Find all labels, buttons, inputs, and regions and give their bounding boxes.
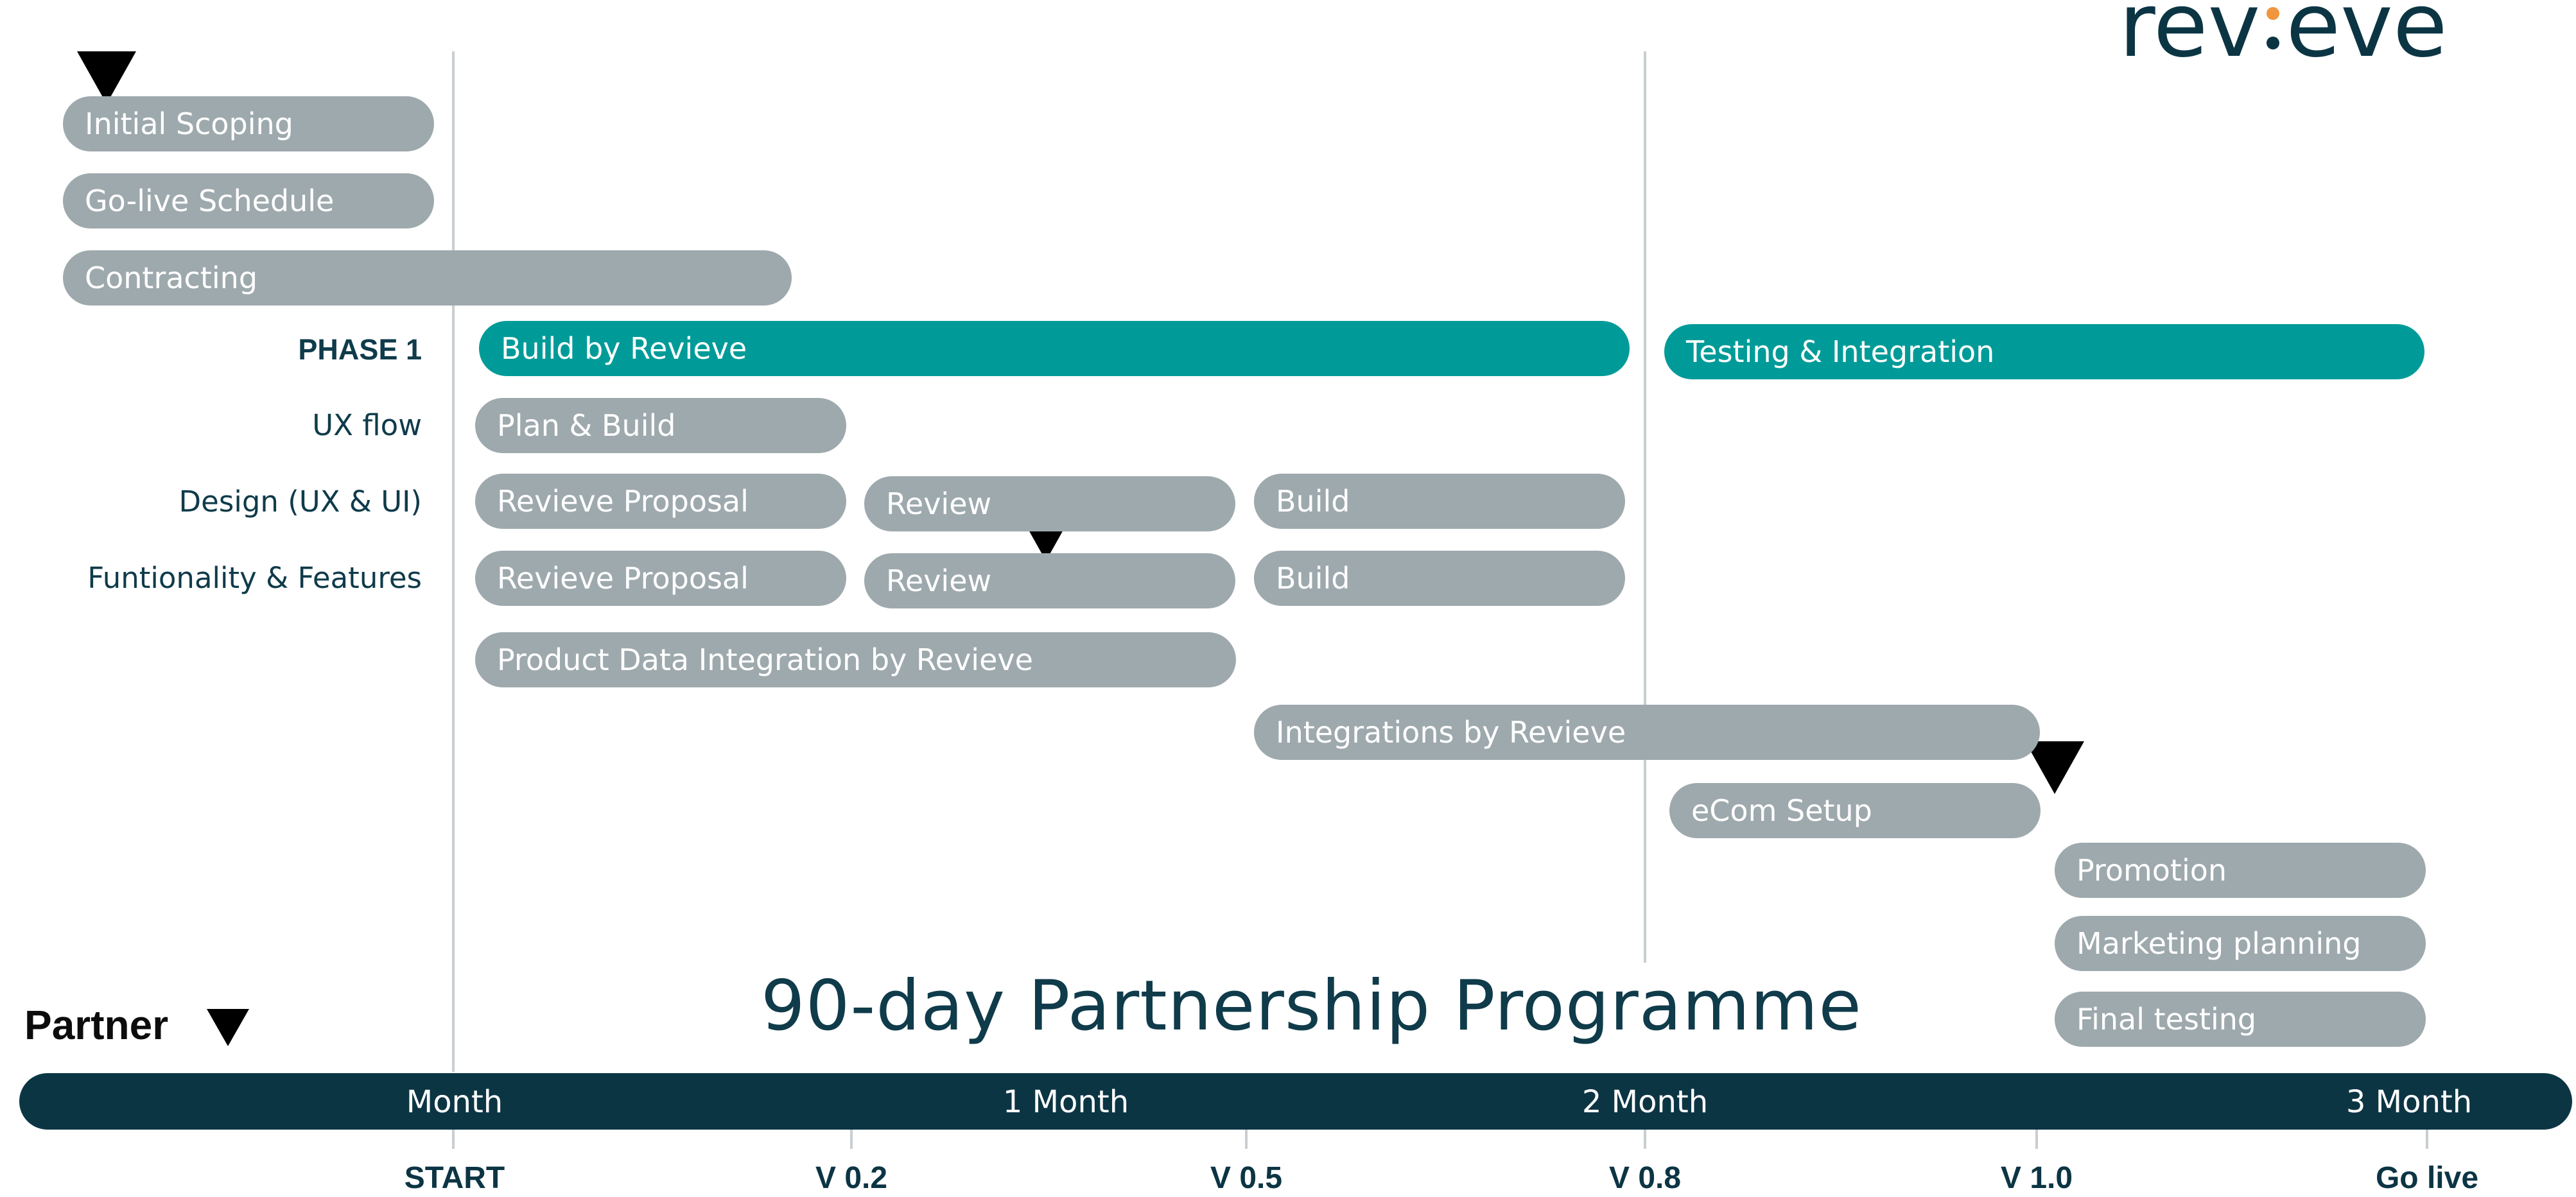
testing-integration-bar: Testing & Integration	[1664, 324, 2424, 379]
tick-v05	[1245, 1130, 1248, 1149]
design-proposal-bar: Revieve Proposal	[475, 474, 846, 529]
golive-schedule-bar: Go-live Schedule	[63, 173, 434, 228]
partner-marker-icon	[207, 1009, 249, 1046]
design-review-bar: Review	[864, 476, 1235, 531]
tick-start	[452, 1130, 455, 1149]
month-label-2: 2 Month	[1581, 1084, 1709, 1120]
month-label-1: 1 Month	[1002, 1084, 1129, 1120]
milestone-v10: V 1.0	[2000, 1161, 2073, 1195]
func-proposal-bar: Revieve Proposal	[475, 551, 846, 606]
build-by-revieve-bar: Build by Revieve	[479, 321, 1630, 376]
initial-scoping-bar: Initial Scoping	[63, 96, 434, 151]
final-testing-bar: Final testing	[2055, 992, 2426, 1047]
milestone-v02: V 0.2	[815, 1161, 888, 1195]
v08-guide-line	[1644, 51, 1646, 963]
promotion-bar: Promotion	[2055, 843, 2426, 898]
plan-build-bar: Plan & Build	[475, 398, 846, 453]
design-label: Design (UX & UI)	[178, 485, 422, 519]
logo-text-right: eve	[2286, 0, 2448, 77]
func-review-bar: Review	[864, 553, 1235, 608]
design-build-bar: Build	[1254, 474, 1625, 529]
tick-v10	[2035, 1130, 2038, 1149]
integrations-bar: Integrations by Revieve	[1254, 705, 2040, 760]
start-guide-line	[452, 51, 455, 1072]
functionality-label: Funtionality & Features	[87, 561, 422, 595]
milestone-v08: V 0.8	[1608, 1161, 1682, 1195]
product-data-bar: Product Data Integration by Revieve	[475, 632, 1236, 687]
month-label-0: Month	[406, 1084, 503, 1120]
func-build-bar: Build	[1254, 551, 1625, 606]
v10-marker-icon	[2025, 741, 2084, 794]
tick-v08	[1644, 1130, 1646, 1149]
contracting-bar: Contracting	[63, 250, 792, 306]
logo-text-left: rev	[2119, 0, 2261, 77]
milestone-v05: V 0.5	[1210, 1161, 1283, 1195]
timeline-bar	[19, 1073, 2572, 1130]
month-label-3: 3 Month	[2345, 1084, 2473, 1120]
marketing-planning-bar: Marketing planning	[2055, 916, 2426, 971]
partner-label: Partner	[24, 1002, 169, 1048]
scoping-marker-icon	[77, 51, 136, 104]
tick-v02	[850, 1130, 853, 1149]
logo-colon-icon	[2260, 0, 2286, 70]
phase1-label: PHASE 1	[298, 333, 422, 366]
ux-flow-label: UX flow	[312, 408, 422, 442]
partner-legend: Partner	[24, 1001, 168, 1049]
milestone-golive: Go live	[2375, 1161, 2479, 1195]
tick-golive	[2426, 1130, 2428, 1149]
ecom-setup-bar: eCom Setup	[1669, 783, 2041, 838]
milestone-start: START	[404, 1161, 505, 1195]
page-title: 90-day Partnership Programme	[761, 966, 1862, 1046]
